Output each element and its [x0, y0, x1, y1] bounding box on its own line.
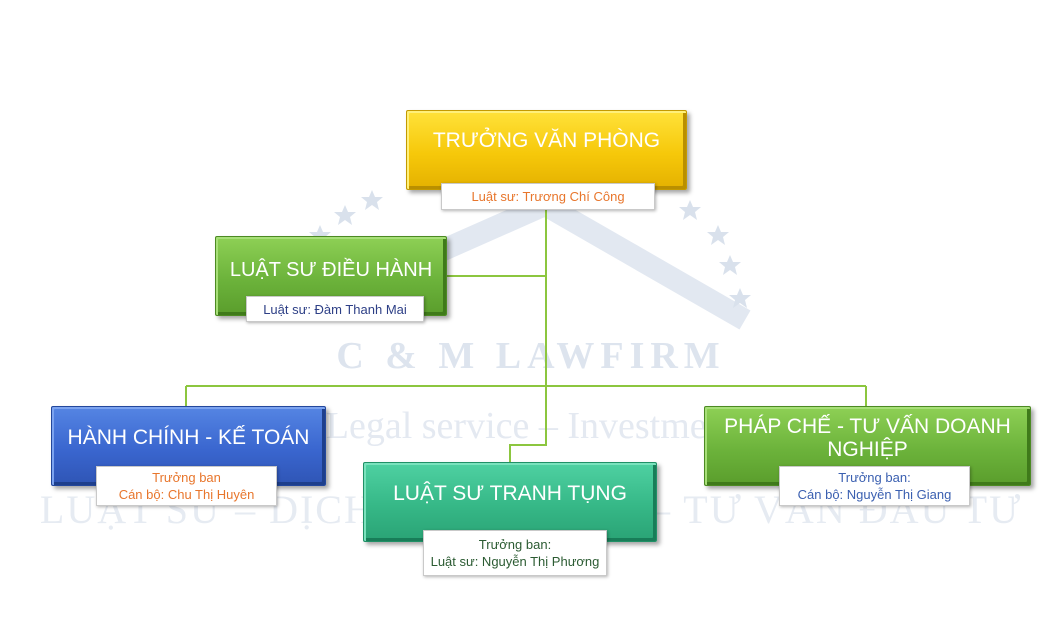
executive-person: Luật sư: Đàm Thanh Mai	[263, 301, 407, 317]
litigation-role: Trưởng ban:	[478, 537, 552, 552]
litigation-title: LUẬT SƯ TRANH TỤNG	[363, 462, 657, 542]
executive-person-card: Luật sư: Đàm Thanh Mai	[246, 296, 424, 322]
admin-person: Cán bộ: Chu Thị Huyên	[118, 487, 255, 502]
connector-litigation	[509, 386, 547, 462]
legal-role: Trưởng ban:	[838, 470, 911, 485]
litigation-person: Luật sư: Nguyễn Thị Phương	[430, 554, 600, 569]
admin-role: Trưởng ban	[152, 470, 221, 485]
legal-person: Cán bộ: Nguyễn Thị Giang	[797, 487, 952, 502]
head-title: TRƯỞNG VĂN PHÒNG	[406, 110, 687, 190]
litigation-info-card: Trưởng ban: Luật sư: Nguyễn Thị Phương	[423, 530, 607, 576]
head-person-card: Luật sư: Trương Chí Công	[441, 183, 655, 210]
head-person: Luật sư: Trương Chí Công	[471, 189, 625, 204]
legal-info-card: Trưởng ban: Cán bộ: Nguyễn Thị Giang	[779, 466, 970, 506]
admin-info-card: Trưởng ban Cán bộ: Chu Thị Huyên	[96, 466, 277, 506]
